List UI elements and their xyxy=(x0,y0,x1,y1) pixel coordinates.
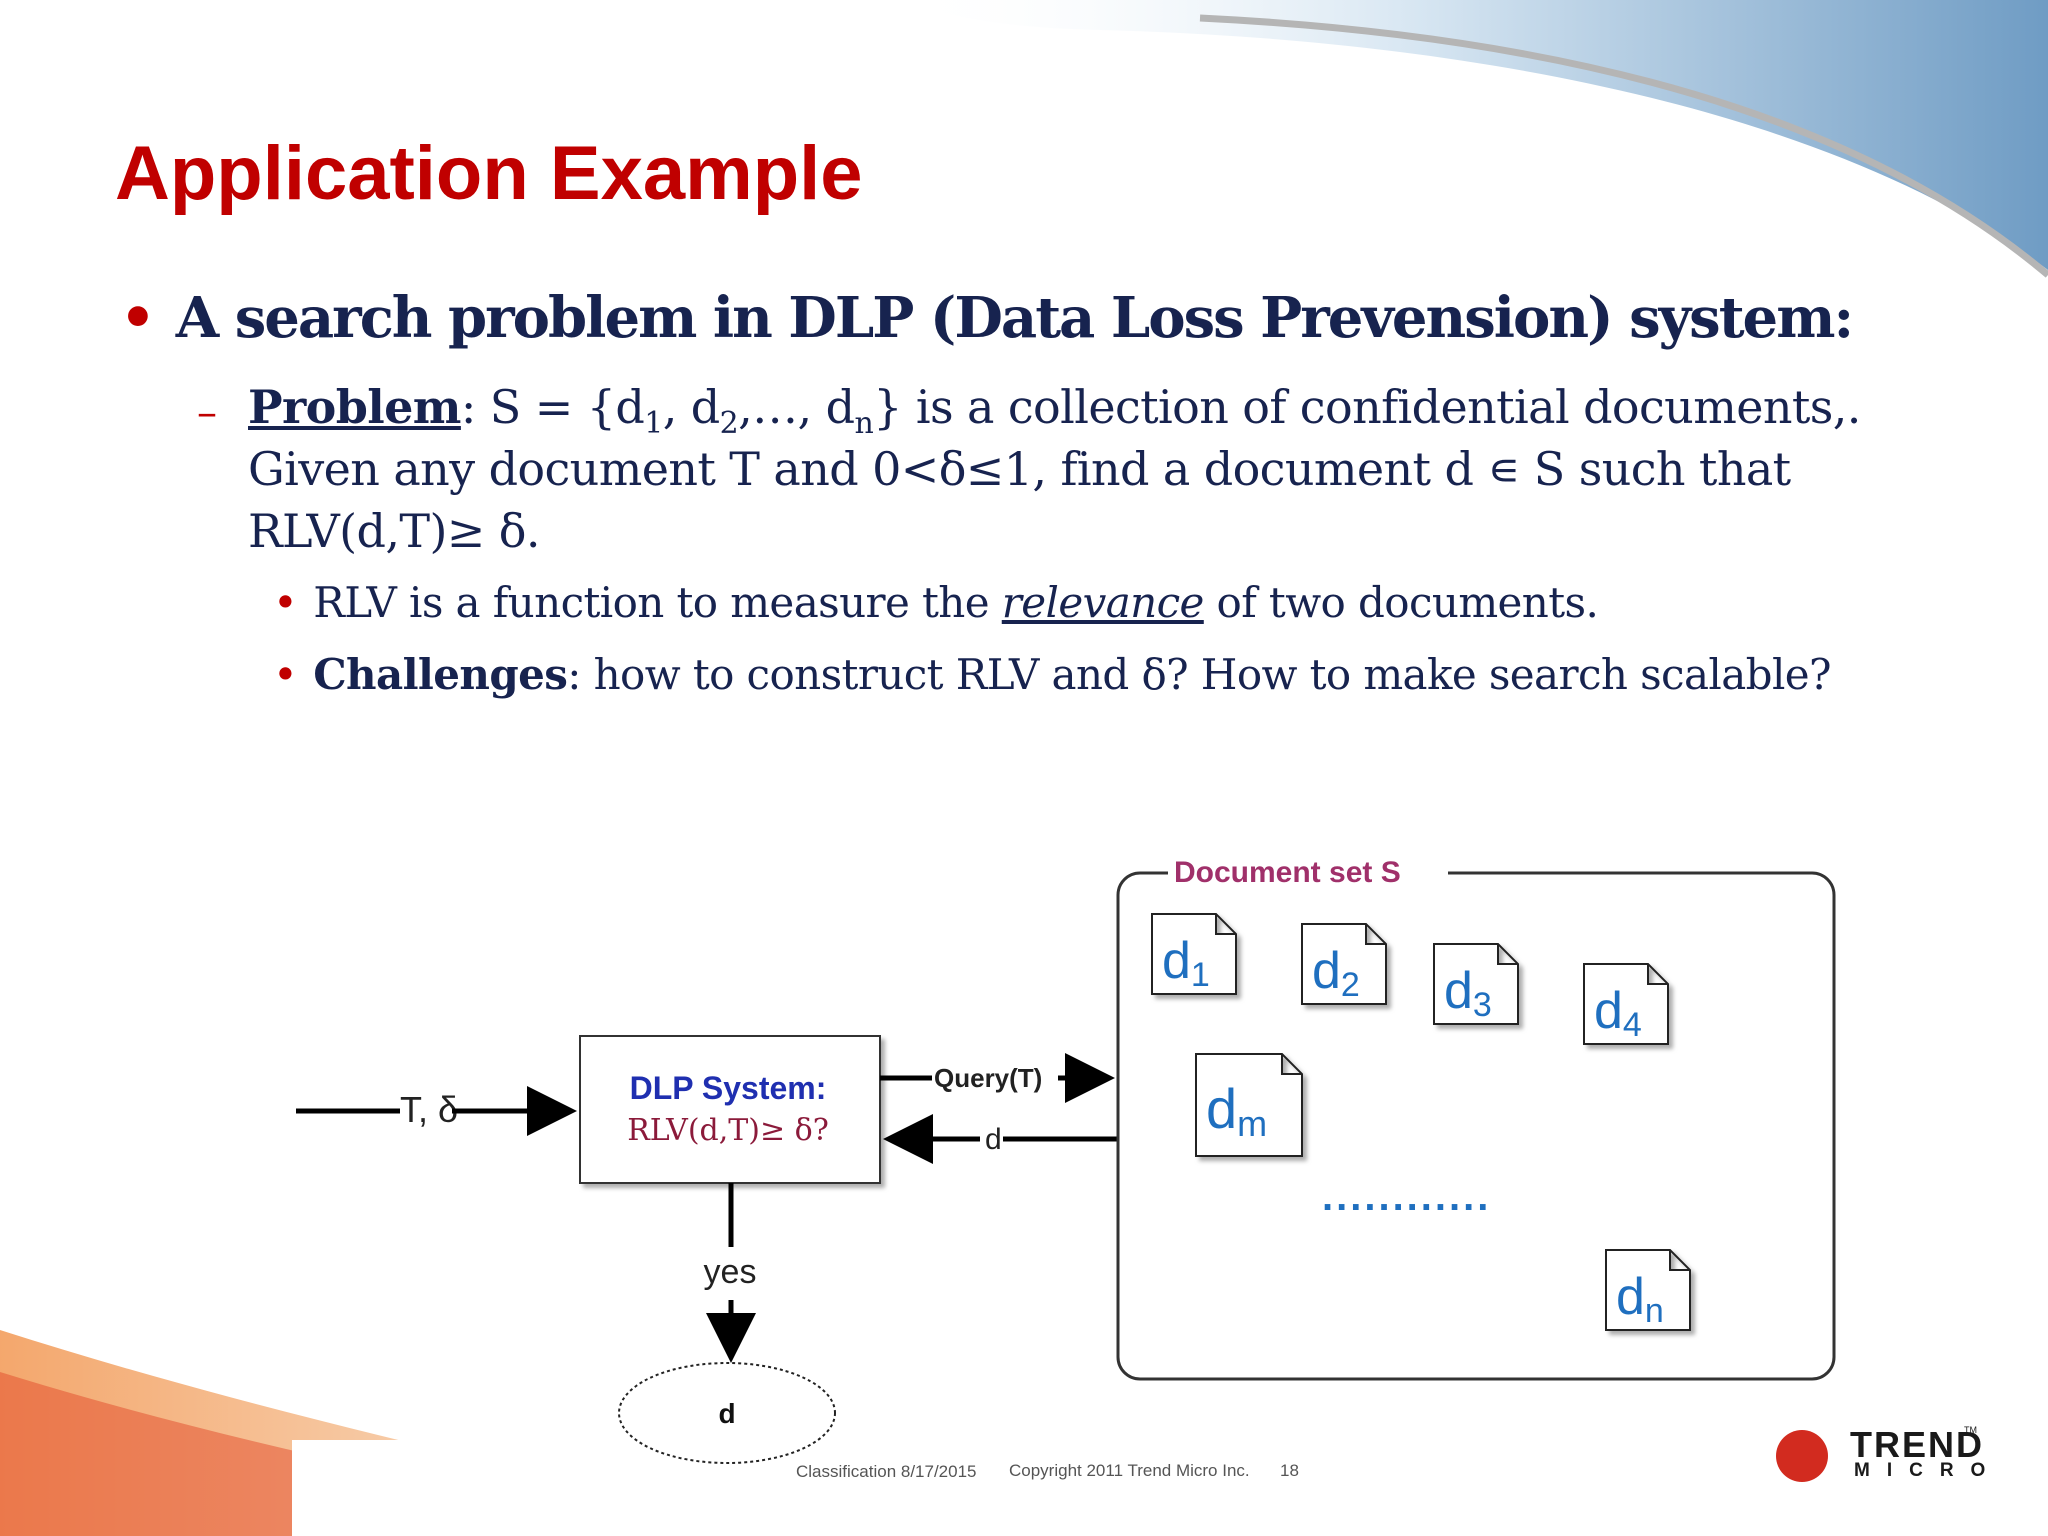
dlp-system-title: DLP System: xyxy=(630,1070,827,1106)
bullet-dot-icon: • xyxy=(120,285,156,351)
problem-line-3: RLV(d,T)≥ δ. xyxy=(248,504,540,558)
document-label: dm xyxy=(1206,1077,1267,1144)
sub-bullet-1: • RLV is a function to measure the releva… xyxy=(273,578,1599,627)
output-label: d xyxy=(718,1398,735,1429)
document-set-label: Document set S xyxy=(1174,856,1401,889)
return-label: d xyxy=(985,1123,1002,1156)
grey-arc xyxy=(1199,14,2048,278)
problem-text: ,…, d xyxy=(738,380,855,434)
dlp-system-box xyxy=(579,1035,881,1184)
sub-bullet-text: : how to construct RLV and δ? How to mak… xyxy=(567,650,1831,699)
main-bullet: • A search problem in DLP (Data Loss Prev… xyxy=(120,285,1854,351)
logo-trend: TREND xyxy=(1850,1424,1984,1465)
query-label: Query(T) xyxy=(934,1063,1042,1093)
footer-classification: Classification 8/17/2015 xyxy=(796,1462,977,1481)
problem-text: : S = {d xyxy=(460,380,645,434)
subscript: n xyxy=(854,406,874,442)
document-icons: d1 d2 d3 d4 dm dn xyxy=(1151,913,1691,1331)
document-icon: d3 xyxy=(1433,943,1519,1025)
document-icon: d1 xyxy=(1151,913,1237,995)
problem-line-1: Problem: S = {d1, d2,…, dn} is a collect… xyxy=(248,380,1861,441)
bullet-dot-icon: • xyxy=(273,650,298,699)
sub-bullet-2: • Challenges: how to construct RLV and δ?… xyxy=(273,650,1832,699)
document-label: d4 xyxy=(1594,982,1642,1044)
problem-text: } is a collection of confidential docume… xyxy=(873,380,1861,434)
dash-icon: – xyxy=(197,390,217,436)
document-icon: dm xyxy=(1195,1053,1303,1157)
subscript: 2 xyxy=(719,406,739,442)
trend-micro-logo-icon xyxy=(1776,1430,1828,1482)
document-label: d3 xyxy=(1444,962,1492,1024)
document-label: dn xyxy=(1616,1268,1664,1330)
footer-page: 18 xyxy=(1280,1461,1299,1480)
document-label: d2 xyxy=(1312,942,1360,1004)
problem-line-2: Given any document T and 0<δ≤1, find a d… xyxy=(248,442,1791,496)
bottom-swoosh-red xyxy=(0,1372,700,1536)
dlp-system-condition: RLV(d,T)≥ δ? xyxy=(627,1113,829,1148)
sub-bullet-text: of two documents. xyxy=(1203,578,1599,627)
sub-bullet-text: RLV is a function to measure the xyxy=(313,578,1002,627)
yes-label: yes xyxy=(704,1253,757,1291)
document-icon: d4 xyxy=(1583,963,1669,1045)
problem-text: , d xyxy=(662,380,720,434)
sky-band xyxy=(900,0,2048,270)
document-icon: dn xyxy=(1605,1249,1691,1331)
subscript: 1 xyxy=(644,406,663,442)
document-label: d1 xyxy=(1162,932,1210,994)
document-icon: d2 xyxy=(1301,923,1387,1005)
input-label: T, δ xyxy=(400,1089,458,1130)
set-label-bg xyxy=(1168,852,1448,888)
logo-tm: TM xyxy=(1964,1425,1977,1435)
ellipsis: ............ xyxy=(1322,1175,1491,1219)
main-bullet-text: A search problem in DLP (Data Loss Preve… xyxy=(175,285,1854,351)
relevance-term: relevance xyxy=(1001,578,1205,627)
bullet-dot-icon: • xyxy=(273,578,298,627)
problem-label: Problem xyxy=(248,380,461,434)
output-ellipse xyxy=(618,1362,836,1464)
challenges-label: Challenges xyxy=(313,650,568,699)
footer-copyright: Copyright 2011 Trend Micro Inc. xyxy=(1009,1461,1250,1480)
logo-micro: MICRO xyxy=(1854,1460,2003,1481)
slide-title: Application Example xyxy=(115,131,863,216)
